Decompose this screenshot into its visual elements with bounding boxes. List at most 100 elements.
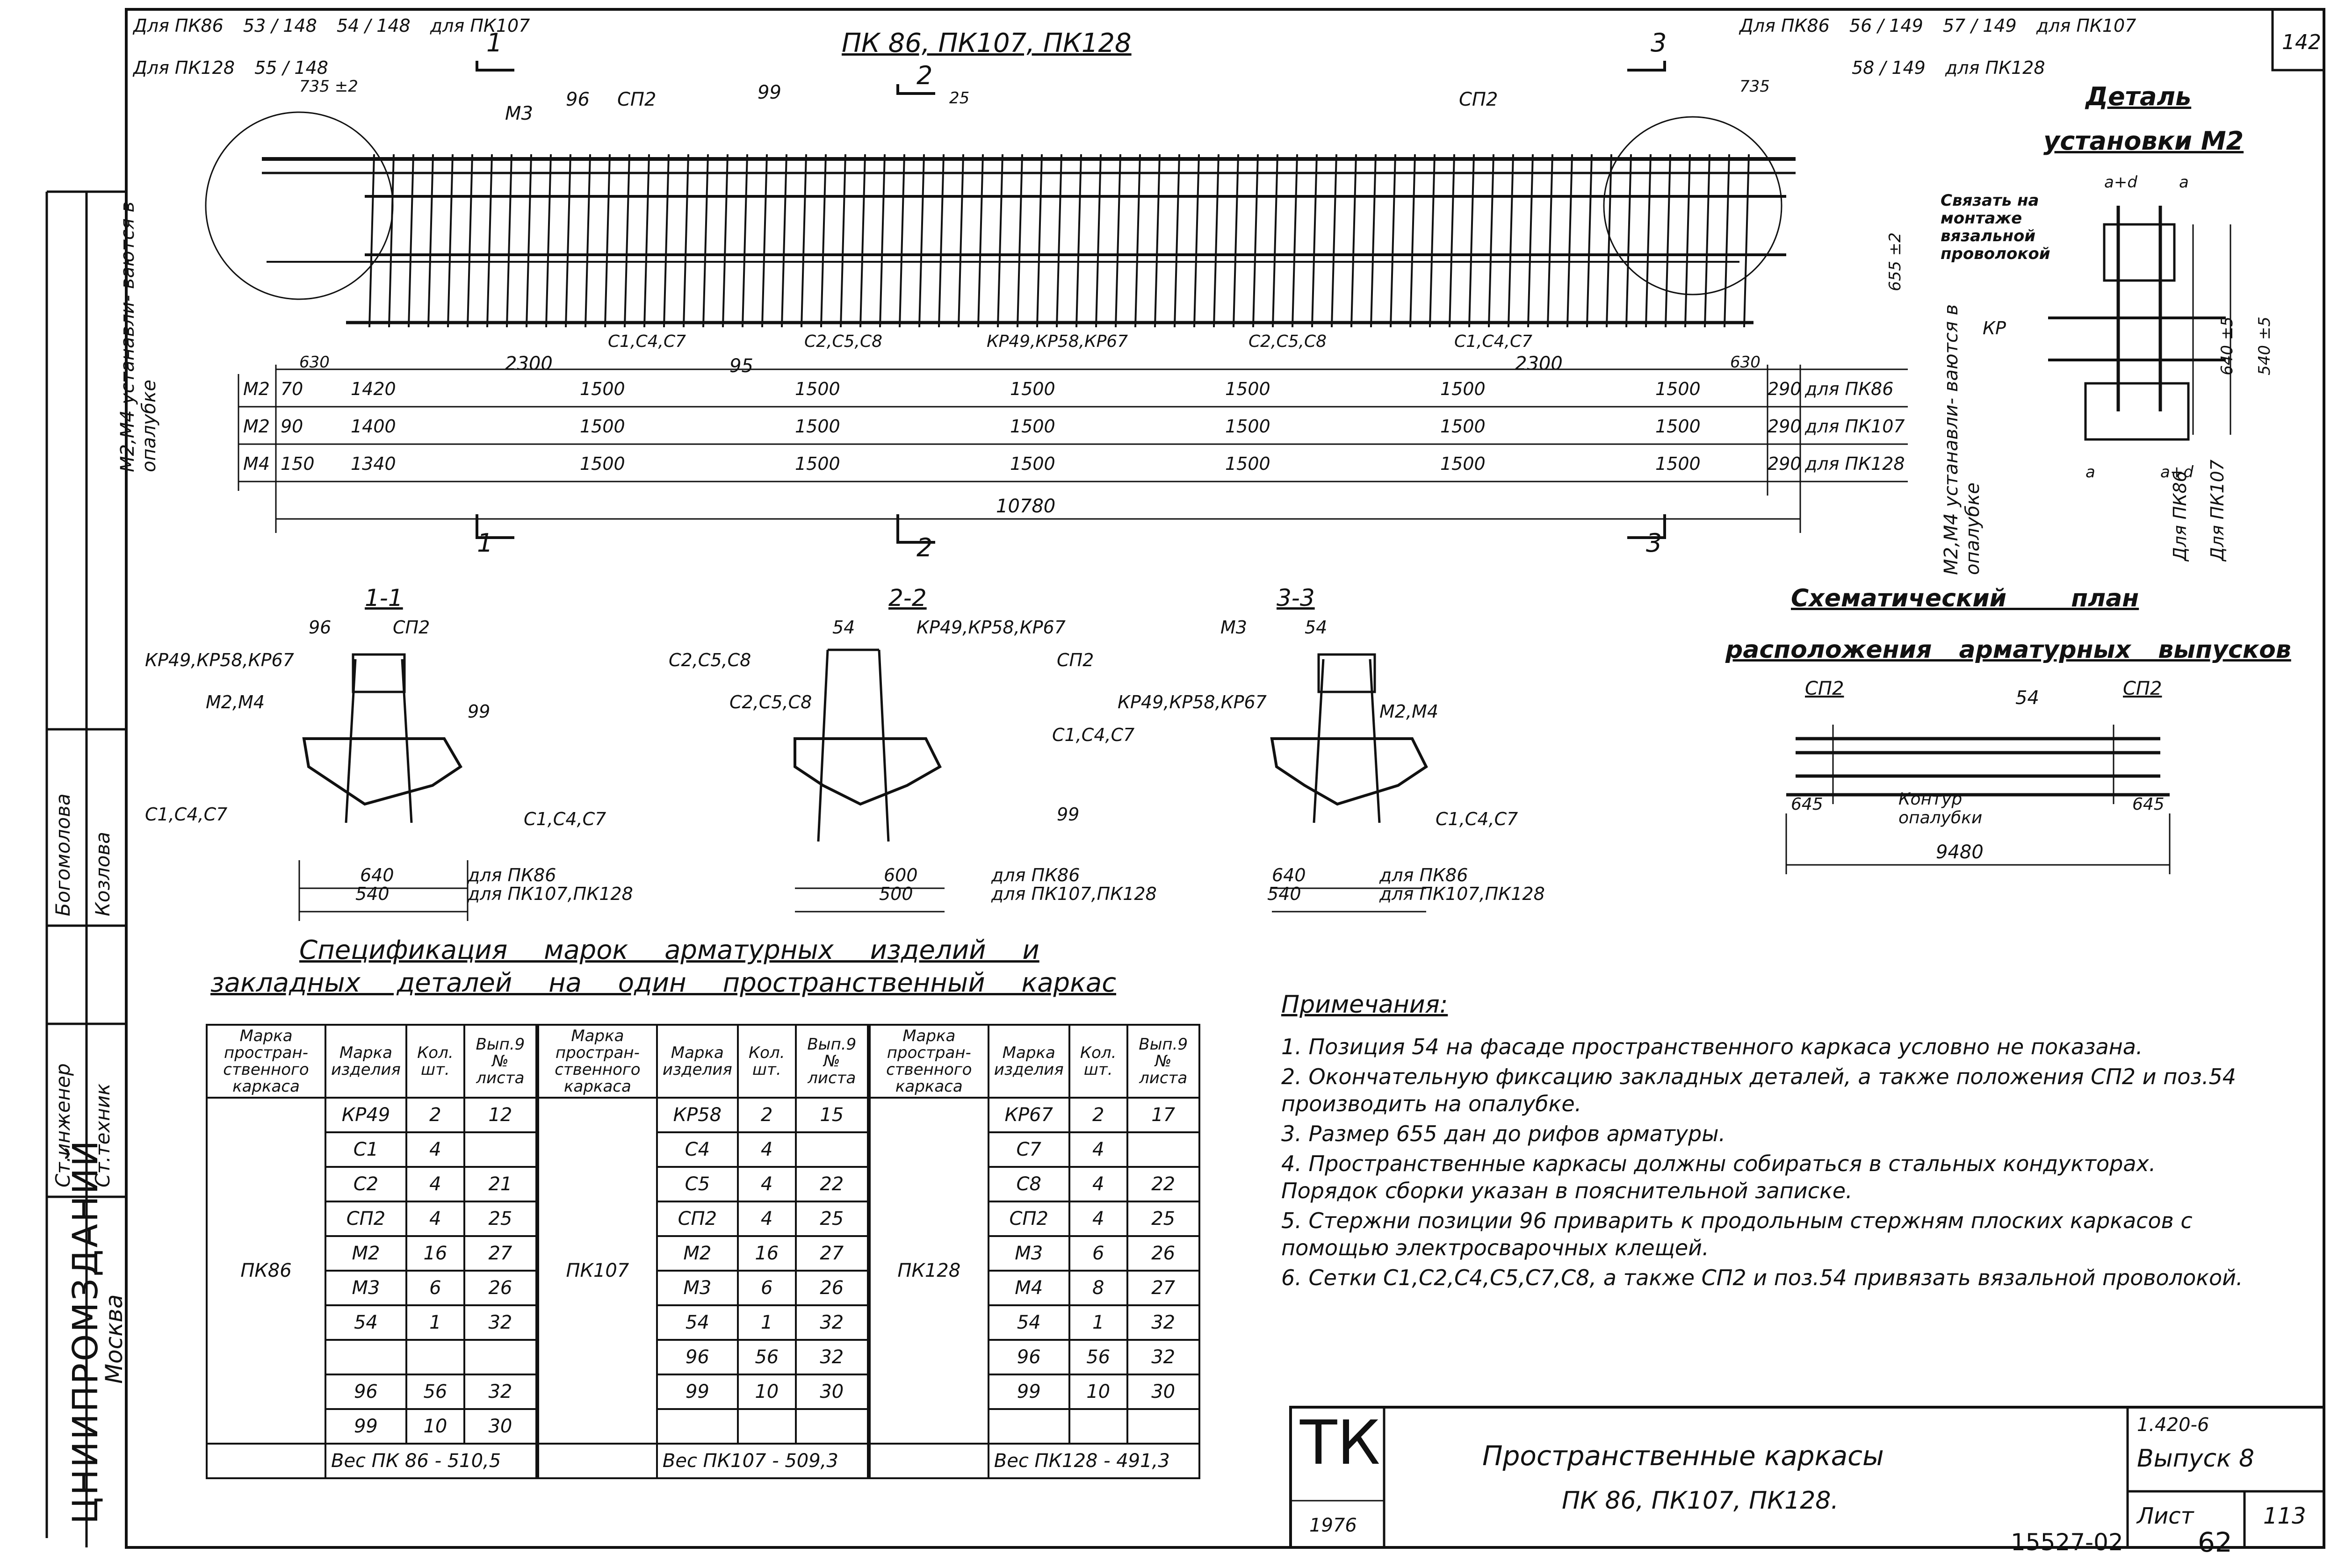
spec-cell [1068,1408,1128,1445]
spec-cell: 10 [736,1374,797,1410]
drawing-title: ПК 86, ПК107, ПК128 [842,28,1132,58]
spec-cell: 96 [656,1339,739,1375]
spec-cell [537,1443,658,1479]
spec-cell: 30 [463,1408,537,1445]
stamp-sheet: 113 [2263,1503,2306,1529]
dim-last: 290 [1768,379,1802,399]
stirrup-bar [801,154,807,328]
note-item: 1. Позиция 54 на фасаде пространственног… [1281,1034,2143,1059]
section-for1: для ПК86 [991,865,1080,885]
spec-cell: 16 [405,1235,465,1272]
stirrup-bar [1036,154,1043,328]
stirrup-bar [1017,154,1023,328]
schematic-sp2-right: СП2 [2123,678,2162,699]
spec-title1: Спецификация марок арматурных изделий и [299,935,1039,965]
dim-span: 1500 [1655,379,1701,399]
dim-for: для ПК86 [1805,379,1894,399]
spec-cell: 99 [656,1374,739,1410]
dim-span: 1500 [795,379,840,399]
spec-cell: М2 [656,1235,739,1272]
spec-cell: 25 [463,1201,537,1237]
dim-first-small: 90 [281,416,303,437]
spec-weight: Вес ПК 86 - 510,5 [325,1443,537,1479]
stirrup-bar [1586,154,1593,328]
section-mark: 1 [486,28,503,58]
stirrup-bar [1547,154,1553,328]
section-label: С2,С5,С8 [729,692,812,712]
spec-header: Кол. шт. [405,1024,465,1099]
stirrup-bar [584,154,591,328]
spec-cell: 32 [794,1304,869,1341]
spec-cell [736,1408,797,1445]
stirrup-bar [742,154,748,328]
spec-cell: СП2 [656,1201,739,1237]
notes-list: 1. Позиция 54 на фасаде пространственног… [1281,1033,2254,1294]
spec-cell: С8 [987,1166,1070,1202]
spec-header: Вып.9 № листа [1126,1024,1200,1099]
label-95: 95 [729,355,753,377]
stirrup-bar [486,154,493,328]
detail-h640: 640 ±5 [2217,316,2237,375]
spec-cell: 54 [656,1304,739,1341]
spec-cell: С1 [325,1131,407,1168]
bottom-number: 15527-02 [2011,1529,2123,1556]
dim-mark: М4 [243,453,270,474]
stirrup-bar [388,154,395,328]
spec-cell: 15 [794,1097,869,1133]
stirrup-bar [1252,154,1259,328]
spec-cell: М3 [656,1270,739,1306]
stirrup-bar [1390,154,1396,328]
schematic-645-right: 645 [2132,795,2165,814]
spec-cell: 32 [463,1374,537,1410]
dim-last: 290 [1768,453,1802,474]
section-w2: 540 [355,884,390,904]
ref-right-row2: 58 / 149 для ПК128 [1852,56,2136,79]
section-w1: 640 [360,865,394,885]
stirrup-bar [1527,154,1534,328]
spec-cell: 27 [463,1235,537,1272]
stirrup-bar [1331,154,1337,328]
section-w1: 640 [1272,865,1306,885]
stirrup-bar [565,154,571,328]
stirrup-bar [1704,154,1710,328]
section-label: 99 [468,701,491,722]
note-item: 3. Размер 655 дан до рифов арматуры. [1281,1121,1726,1146]
spec-cell: 1 [1068,1304,1128,1341]
stirrup-bar [1075,154,1082,328]
dim-first-small: 150 [281,453,315,474]
dim-for: для ПК107 [1805,416,1905,437]
spec-cell: 27 [794,1235,869,1272]
dim-span: 1500 [1440,379,1486,399]
spec-cell [1126,1131,1200,1168]
spec-cell: 99 [987,1374,1070,1410]
stirrup-bar [859,154,866,328]
label-kp: КР49,КР58,КР67 [987,332,1128,351]
spec-cell: 8 [1068,1270,1128,1306]
ref-circle: 58 / 149 [1852,58,1926,78]
stirrup-bar [820,154,827,328]
strip-city: Москва [101,1294,128,1384]
ref-circle: 57 / 149 [1942,15,2017,36]
stirrup-bar [467,154,473,328]
spec-cell: 6 [405,1270,465,1306]
spec-cell: 1 [736,1304,797,1341]
stirrup-bar [938,154,945,328]
spec-frame: ПК107 [537,1097,658,1445]
stamp-series: 1.420-6 [2137,1414,2209,1436]
spec-frame: ПК128 [868,1097,989,1445]
stirrup-bar [958,154,964,328]
section-label: М2,М4 [1379,701,1439,722]
schematic-645-left: 645 [1791,795,1823,814]
spec-header: Марка простран- ственного каркаса [537,1024,658,1099]
stirrup-bar [643,154,650,328]
spec-cell: 4 [736,1201,797,1237]
spec-cell: 25 [794,1201,869,1237]
dim-span: 1500 [1010,453,1055,474]
section-label: 99 [1057,804,1080,825]
detail-a-bot: a [2085,463,2095,482]
spec-cell: С5 [656,1166,739,1202]
